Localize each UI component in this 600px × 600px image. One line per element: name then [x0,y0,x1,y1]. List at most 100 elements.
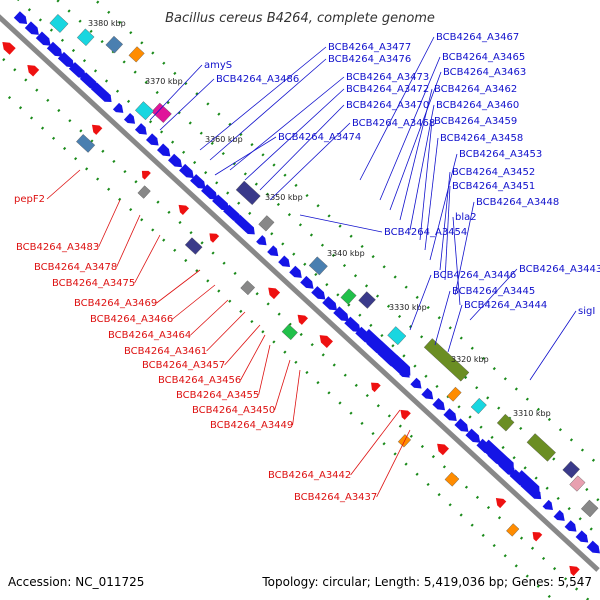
minus-label-leader [376,429,411,498]
kbp-tick-label: 3330 kbp [389,303,427,312]
plus-strand-label: BCB4264_A3474 [278,132,361,143]
kbp-tick-label: 3370 kbp [145,77,183,86]
plus-cds-arrow [333,306,349,322]
minus-strand-label: BCB4264_A3457 [142,360,225,371]
plus-cds-arrow [443,408,457,422]
plus-strand-label: bla2 [455,212,477,223]
minus-cds-arrow [209,233,220,243]
plus-cds-arrow [542,499,553,510]
minus-cds-arrow [2,41,16,55]
feature-box [526,433,556,462]
minus-strand-label: BCB4264_A3437 [294,492,377,503]
plus-cds-arrow [432,398,446,411]
feature-box [446,386,462,402]
feature-box [281,324,298,341]
feature-box [569,475,586,492]
plus-label-leader [409,274,432,331]
kbp-tick-label: 3350 kbp [265,193,303,202]
plus-label-leader [444,185,451,281]
minus-strand-label: BCB4264_A3461 [124,346,207,357]
plus-strand-label: BCB4264_A3459 [434,116,517,127]
plus-cds-arrow [201,184,218,200]
minus-label-leader [116,214,141,268]
minus-cds-arrow [319,335,333,348]
plus-strand-label: BCB4264_A3465 [442,52,525,63]
accession-text: Accession: NC_011725 [8,575,144,589]
plus-cds-arrow [101,92,112,103]
minus-label-leader [190,299,229,336]
plus-cds-arrow [410,377,422,389]
plus-label-leader [469,268,518,321]
minus-label-leader [258,344,271,396]
plus-strand-label: BCB4264_A3486 [216,74,299,85]
plus-strand-label: BCB4264_A3462 [434,84,517,95]
plus-cds-arrow [112,102,124,113]
minus-cds-arrow [532,531,543,542]
plus-cds-arrow [90,82,110,101]
plus-cds-arrow [322,296,338,311]
minus-strand-label: BCB4264_A3475 [52,278,135,289]
minus-cds-arrow [437,443,449,456]
plus-label-leader [379,56,441,201]
minus-label-leader [46,169,81,200]
plus-strand-label: BCB4264_A3446 [433,270,516,281]
minus-strand-label: pepF2 [14,194,45,205]
minus-label-leader [156,269,201,304]
plus-strand-label: sigI [578,306,595,317]
plus-cds-arrow [454,418,469,432]
plus-label-leader [429,153,458,261]
plus-strand-label: BCB4264_A3468 [352,118,435,129]
minus-strand-label: BCB4264_A3456 [158,375,241,386]
minus-label-leader [172,284,216,320]
feature-box [562,460,580,479]
minus-strand-label: BCB4264_A3455 [176,390,259,401]
plus-cds-arrow [68,62,86,79]
plus-cds-arrow [278,255,291,267]
minus-strand-label: BCB4264_A3449 [210,420,293,431]
plus-strand-label: BCB4264_A3476 [328,54,411,65]
feature-box [423,338,470,382]
plus-label-leader [529,310,577,381]
plus-label-leader [409,104,435,231]
plus-label-leader [389,71,442,211]
plus-label-leader [269,122,351,201]
feature-box [496,413,515,432]
plus-strand-label: BCB4264_A3448 [476,197,559,208]
plus-strand-label: amyS [204,60,232,71]
feature-box [580,499,599,518]
plus-label-leader [229,76,345,171]
feature-box [76,28,95,47]
plus-cds-arrow [553,510,565,521]
minus-strand-labels: pepF2BCB4264_A3483BCB4264_A3478BCB4264_A… [14,169,411,503]
kbp-tick-label: 3380 kbp [88,19,126,28]
plus-cds-arrow [311,286,326,300]
plus-strand-label: BCB4264_A3443 [519,264,600,275]
feature-box [240,280,256,296]
plus-label-leader [359,36,435,181]
plus-cds-arrow [388,354,411,376]
plus-cds-arrow [480,439,514,472]
plus-strand-labels: BCB4264_A3467BCB4264_A3477BCB4264_A3465B… [149,32,600,381]
plus-strand-label: BCB4264_A3451 [452,181,535,192]
summary-text: Topology: circular; Length: 5,419,036 bp… [261,575,592,589]
plus-label-leader [259,104,345,191]
feature-box [128,46,145,63]
plus-label-leader [424,137,439,251]
feature-box [387,326,407,346]
plus-cds-arrow [145,133,159,146]
plus-cds-arrow [245,224,255,235]
plus-label-leader [244,88,345,181]
feature-box [137,185,151,199]
plus-cds-arrow [575,530,589,543]
minus-strand-label: BCB4264_A3466 [90,314,173,325]
kbp-tick-label: 3340 kbp [327,249,365,258]
feature-box [49,14,69,33]
feature-box [76,134,96,153]
minus-cds-arrow [495,498,507,509]
plus-label-leader [447,304,463,353]
plus-strand-label: BCB4264_A3452 [452,167,535,178]
plus-label-leader [209,58,327,161]
minus-cds-arrow [371,382,381,393]
